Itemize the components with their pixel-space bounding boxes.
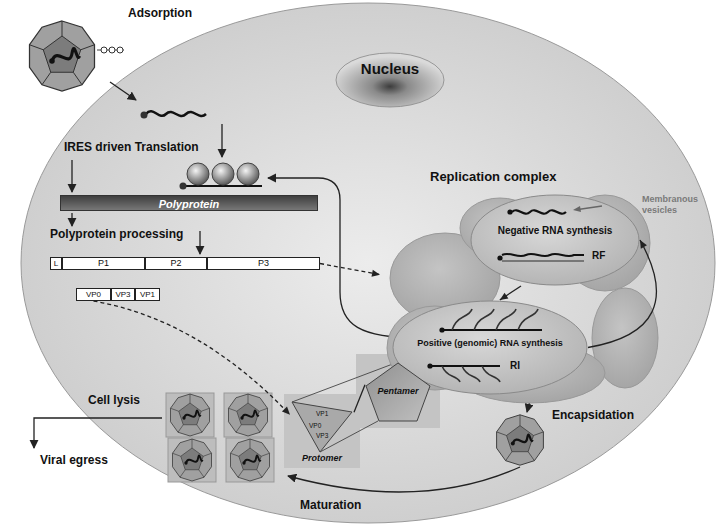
connector-line: [320, 264, 380, 275]
flow-arrow: [221, 124, 222, 157]
protein-region-box: L: [50, 257, 62, 270]
protein-region-box: P3: [207, 257, 320, 270]
nascent-strand: [462, 366, 480, 382]
step-label: Maturation: [300, 499, 361, 513]
flow-arrow: [199, 231, 200, 254]
protein-region-box: P2: [145, 257, 207, 270]
flow-arrow: [34, 418, 162, 448]
node-text: RI: [510, 360, 520, 372]
polyprotein-bar: Polyprotein: [60, 195, 318, 211]
capsid-protein-box: VP1: [135, 288, 160, 301]
step-label: IRES driven Translation: [64, 141, 199, 155]
rna-cap: [497, 255, 502, 260]
nascent-strand: [442, 366, 460, 382]
flow-arrow: [110, 82, 136, 100]
ribosomes: [180, 163, 263, 190]
node-text: VP1: [316, 410, 328, 417]
connector-line: [94, 301, 291, 415]
protomer-shape: [292, 402, 352, 452]
node-text: Protomer: [302, 453, 342, 463]
cell-outline: [21, 3, 715, 523]
flow-connector: [500, 286, 521, 300]
step-label: Cell lysis: [88, 394, 140, 408]
rna-cap: [427, 363, 432, 368]
dashed-connector: [94, 301, 291, 415]
rna-cap: [507, 209, 512, 214]
step-label: Viral egress: [40, 454, 108, 468]
flow-connector: [588, 240, 656, 348]
rna-cap: [439, 327, 444, 332]
flow-arrow: [288, 467, 520, 492]
rna-template: [444, 329, 542, 331]
node-text: Polyprotein: [159, 198, 220, 211]
synthesis-arrow: [578, 206, 602, 210]
node-text: L: [54, 259, 58, 268]
arrow-head: [500, 293, 509, 300]
vesicle: Negative RNA synthesisRF: [470, 194, 640, 286]
node-text: Pentamer: [377, 386, 418, 396]
capsid-protein-box: VP0: [76, 288, 111, 301]
arrow-head: [282, 407, 290, 415]
flow-connector: [354, 385, 365, 412]
connector-line: [588, 240, 656, 348]
rna-strand: [512, 210, 566, 213]
nascent-strand: [482, 366, 500, 382]
vesicle-shape: [471, 195, 639, 285]
replication-complex: Replication complexNegative RNA synthesi…: [380, 168, 660, 405]
pentamer-pentagon: Pentamer: [365, 362, 431, 422]
connector-line: [354, 385, 365, 412]
node-text: P3: [258, 258, 269, 268]
protomer-triangle: VP1VP0VP3Protomer: [290, 402, 354, 466]
rna-strand: [502, 254, 584, 256]
node-text: VP3: [115, 290, 130, 299]
dashed-connector: [320, 264, 380, 277]
node-text: VP0: [309, 422, 321, 429]
node-text: Nucleus: [361, 60, 419, 77]
connector-line: [500, 286, 521, 300]
nascent-strand: [496, 309, 516, 330]
arrow-head: [371, 270, 380, 277]
nascent-strand: [518, 309, 538, 330]
genome-rna: [141, 111, 207, 118]
node-text: Replication complex: [430, 170, 556, 185]
node-text: P1: [98, 258, 109, 268]
step-label: Membranous vesicles: [642, 194, 702, 215]
step-label: Adsorption: [128, 7, 192, 21]
nucleus-shape: [336, 53, 444, 107]
adsorbing-virion: [30, 21, 125, 91]
protein-region-box: P1: [62, 257, 145, 270]
synthesis-arrow: [573, 206, 581, 212]
encapsidated-virion: [497, 415, 544, 465]
arrow-head: [640, 240, 647, 249]
flow-arrow: [71, 160, 72, 192]
node-text: Positive (genomic) RNA synthesis: [417, 338, 563, 348]
pentamer-shape: [366, 363, 430, 421]
nascent-strand: [452, 309, 472, 330]
rna-strand: [502, 260, 584, 262]
node-text: VP1: [140, 290, 155, 299]
flow-arrow: [71, 213, 72, 226]
node-text: Negative RNA synthesis: [498, 225, 613, 237]
node-shape: [470, 194, 640, 286]
nascent-strand: [474, 309, 494, 330]
node-text: RF: [592, 250, 605, 262]
step-label: Encapsidation: [552, 409, 634, 423]
node-text: P2: [170, 258, 181, 268]
mature-virions: [166, 393, 274, 482]
step-label: Polyprotein processing: [50, 228, 183, 242]
nucleus-ellipse: Nucleus: [335, 52, 445, 108]
node-text: VP0: [86, 290, 101, 299]
capsid-protein-box: VP3: [111, 288, 135, 301]
node-text: VP3: [316, 432, 328, 439]
